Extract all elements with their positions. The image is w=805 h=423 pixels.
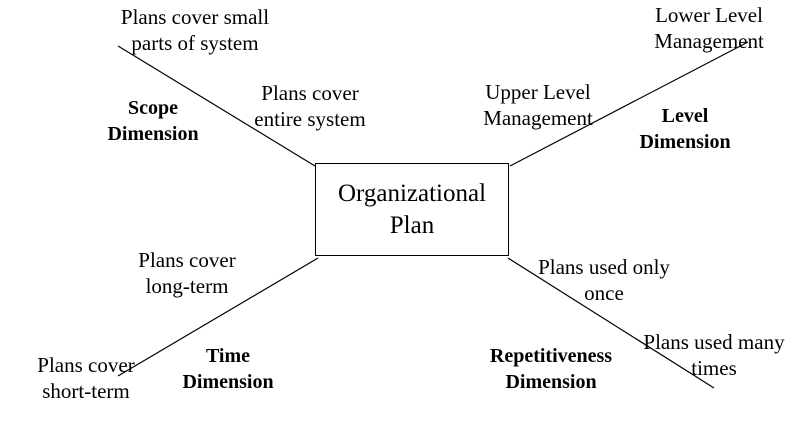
level-dimension-label: Level Dimension xyxy=(639,105,731,153)
repetitiveness-dimension-label: Repetitiveness Dimension xyxy=(489,345,613,393)
center-title: Organizational Plan xyxy=(337,179,487,239)
time-axis-line xyxy=(117,257,319,377)
repetitiveness-inner-label: Plans used only once xyxy=(538,255,670,305)
time-dimension-label: Time Dimension xyxy=(182,345,274,393)
organizational-plan-box: Organizational Plan xyxy=(315,163,509,256)
level-outer-label: Lower Level Management xyxy=(654,3,764,53)
level-axis-line xyxy=(509,41,749,167)
time-outer-label: Plans cover short-term xyxy=(37,353,135,403)
scope-inner-label: Plans cover entire system xyxy=(254,81,366,131)
repetitiveness-outer-label: Plans used many times xyxy=(643,330,785,380)
repetitiveness-axis-line xyxy=(507,257,715,389)
scope-dimension-label: Scope Dimension xyxy=(107,97,199,145)
scope-axis-line xyxy=(117,45,316,167)
time-inner-label: Plans cover long-term xyxy=(138,248,236,298)
scope-outer-label: Plans cover small parts of system xyxy=(120,5,270,55)
level-inner-label: Upper Level Management xyxy=(483,80,593,130)
